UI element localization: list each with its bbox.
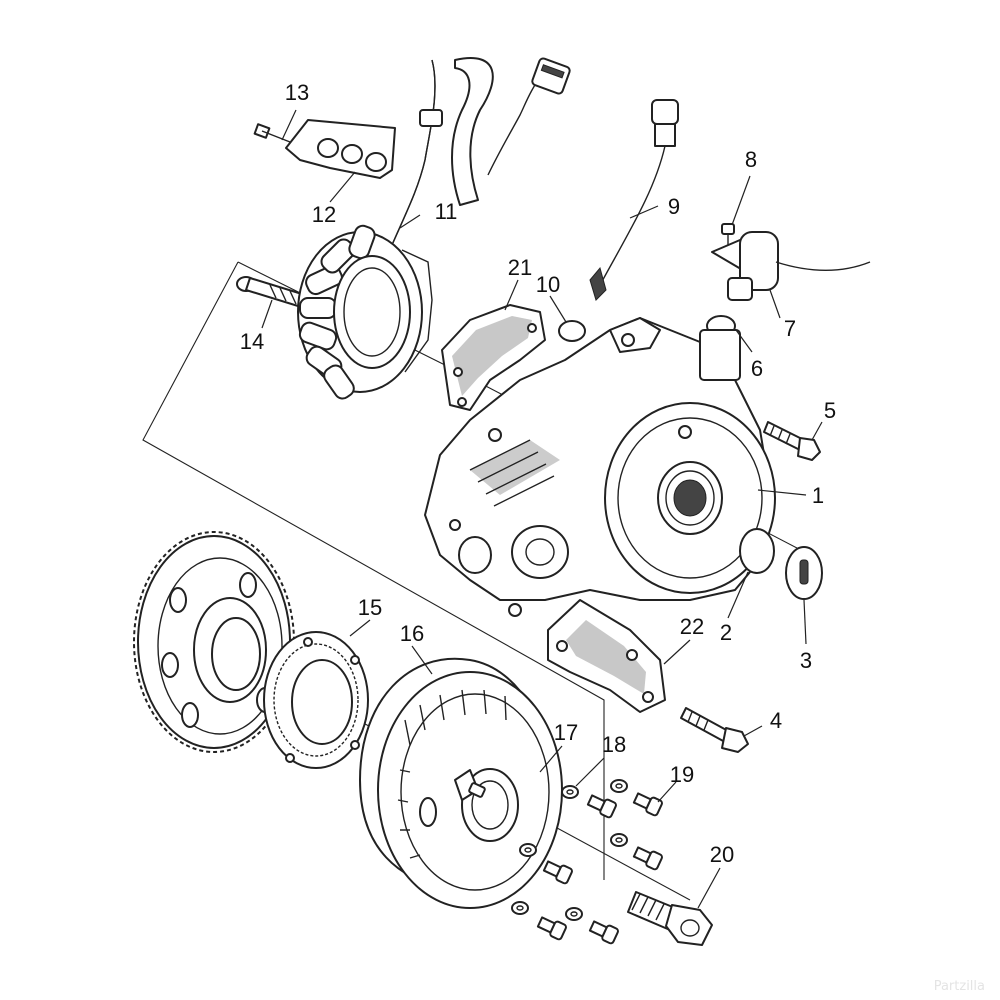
callout-20: 20: [710, 842, 734, 867]
leader-lines: [261, 109, 823, 909]
callout-16: 16: [400, 621, 424, 646]
o-ring-10: [558, 320, 586, 342]
flywheel-bolt-20: [627, 891, 713, 946]
gasket-21: [441, 304, 546, 411]
wire-harness-11: [391, 57, 571, 246]
callout-17: 17: [554, 720, 578, 745]
screw-13: [253, 123, 291, 143]
callout-21: 21: [508, 255, 532, 280]
callout-5: 5: [824, 398, 836, 423]
callout-3: 3: [800, 648, 812, 673]
callout-22: 22: [680, 614, 704, 639]
cap-3: [785, 546, 823, 600]
callout-19: 19: [670, 762, 694, 787]
callout-18: 18: [602, 732, 626, 757]
flywheel-rotor-16: [359, 657, 563, 909]
callout-14: 14: [240, 329, 264, 354]
callout-labels: 1 2 3 4 5 6 7 8 9 10 11 12 13 14 15 16 1…: [240, 80, 836, 867]
watermark: Partzilla: [934, 979, 985, 994]
callout-11: 11: [435, 199, 458, 224]
callout-4: 4: [770, 708, 782, 733]
callout-15: 15: [358, 595, 382, 620]
bolt-14: [236, 276, 303, 307]
starter-gear: [133, 531, 295, 753]
washers-18: [511, 779, 628, 921]
bolt-4: [680, 707, 749, 753]
o-ring-2: [739, 528, 775, 574]
callout-7: 7: [784, 316, 796, 341]
bracket-12: [285, 119, 396, 179]
callout-10: 10: [536, 272, 560, 297]
bolt-5: [763, 421, 821, 461]
callout-2: 2: [720, 620, 732, 645]
callout-8: 8: [745, 147, 757, 172]
callout-12: 12: [312, 202, 336, 227]
stator: [297, 224, 433, 400]
crankcase-cover-1: [424, 317, 776, 617]
callout-6: 6: [751, 356, 763, 381]
callout-13: 13: [285, 80, 309, 105]
callout-9: 9: [668, 194, 680, 219]
sensor-7: [711, 231, 871, 301]
sensor-9: [589, 99, 679, 301]
key-17: [468, 782, 486, 798]
bracket-22: [547, 599, 666, 713]
cap-screws-19: [536, 792, 663, 945]
one-way-clutch-15: [263, 631, 369, 769]
callout-1: 1: [812, 483, 824, 508]
